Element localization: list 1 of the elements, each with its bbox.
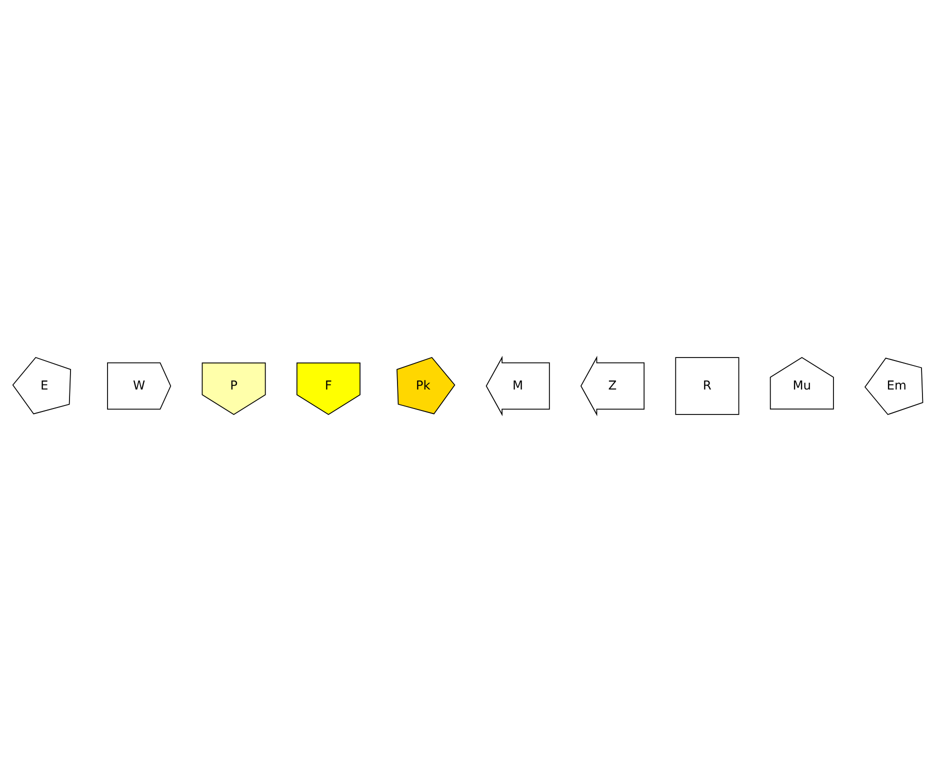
node-box: R: [675, 357, 740, 415]
